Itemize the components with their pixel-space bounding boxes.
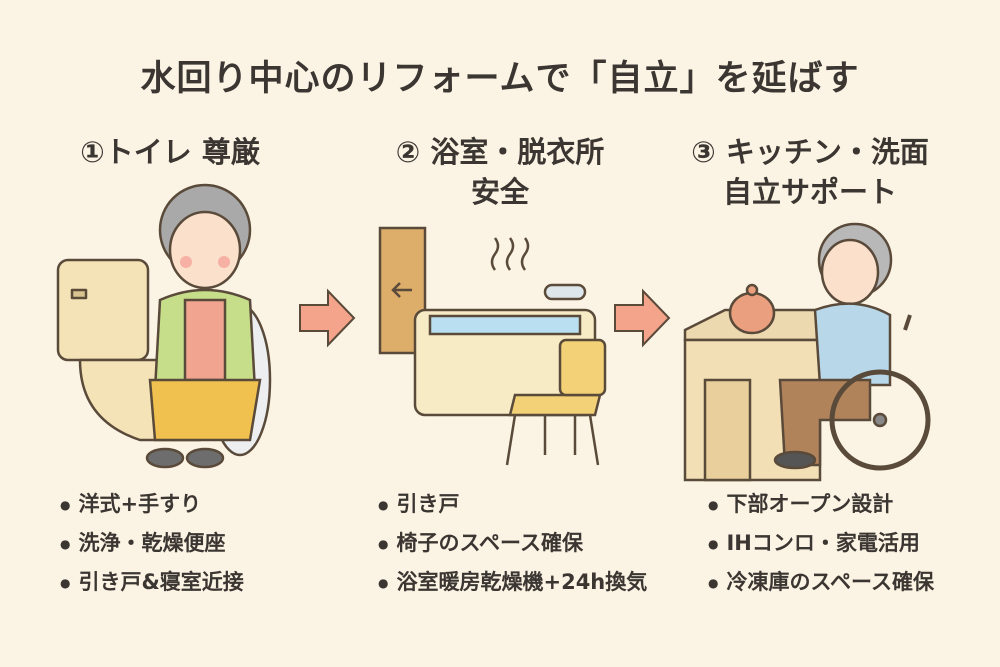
- list-item: 洗浄・乾燥便座: [60, 524, 244, 563]
- section-heading-bath: ② 浴室・脱衣所 安全: [340, 132, 660, 212]
- heading-line: ①トイレ 尊厳: [80, 135, 260, 169]
- heading-line: ② 浴室・脱衣所: [395, 135, 605, 169]
- man-in-wheelchair-illustration: [773, 222, 931, 471]
- list-item: 浴室暖房乾燥機+24h換気: [378, 563, 647, 602]
- heading-line: 自立サポート: [722, 175, 897, 209]
- list-item: 冷凍庫のスペース確保: [708, 563, 933, 602]
- list-item: 洋式+手すり: [60, 485, 244, 524]
- arrow-right-icon: [614, 288, 671, 348]
- bathroom-illustration: [378, 226, 607, 466]
- toilet-feature-list: 洋式+手すり 洗浄・乾燥便座 引き戸&寝室近接: [60, 485, 244, 602]
- arrow-right-icon: [299, 288, 356, 348]
- section-heading-kitchen: ③ キッチン・洗面 自立サポート: [650, 132, 970, 212]
- list-item: 椅子のスペース確保: [378, 524, 647, 563]
- list-item: IHコンロ・家電活用: [708, 524, 934, 563]
- list-item: 引き戸: [378, 485, 647, 524]
- list-item: 引き戸&寝室近接: [60, 563, 243, 602]
- heading-line: 安全: [470, 175, 529, 209]
- list-item: 下部オープン設計: [708, 485, 934, 524]
- heading-line: ③ キッチン・洗面: [691, 135, 929, 169]
- page-title: 水回り中心のリフォームで「自立」を延ばす: [140, 59, 860, 99]
- elderly-woman-illustration: [145, 183, 262, 469]
- bath-feature-list: 引き戸 椅子のスペース確保 浴室暖房乾燥機+24h換気: [378, 485, 647, 602]
- section-heading-toilet: ①トイレ 尊厳: [40, 132, 300, 172]
- kitchen-feature-list: 下部オープン設計 IHコンロ・家電活用 冷凍庫のスペース確保: [708, 485, 934, 602]
